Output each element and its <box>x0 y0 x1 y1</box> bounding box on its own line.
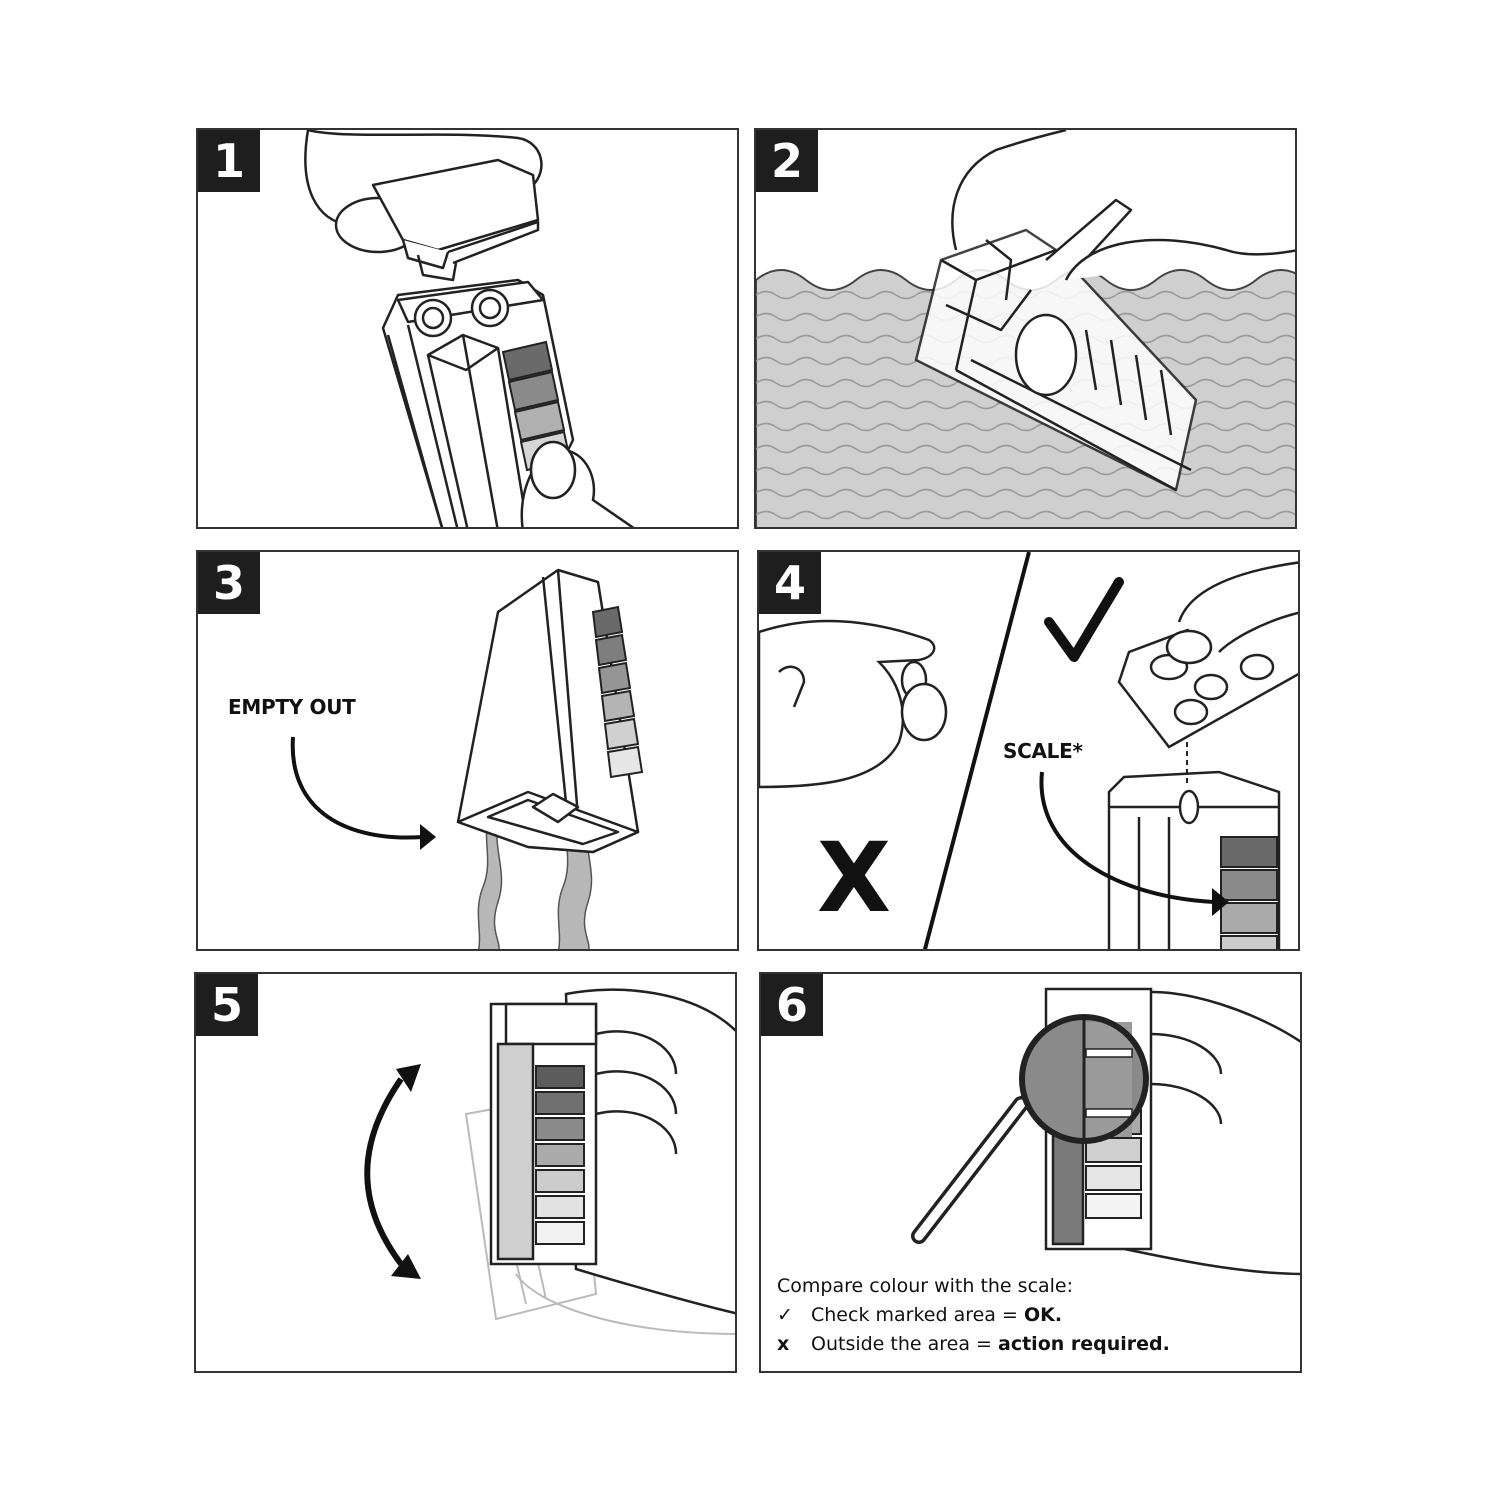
step-6-panel: 6 Compare colour with the scale: ✓ Check … <box>759 972 1302 1373</box>
double-arrow-icon <box>364 1064 421 1279</box>
caption-bad-strong: action required. <box>998 1333 1170 1355</box>
step-number: 1 <box>198 130 260 192</box>
magnifier-icon <box>911 1014 1149 1244</box>
step-3-panel: 3 EMPTY OUT <box>196 550 739 951</box>
step-number: 2 <box>756 130 818 192</box>
step-number: 6 <box>761 974 823 1036</box>
step-5-illustration <box>364 988 735 1335</box>
step-number: 5 <box>196 974 258 1036</box>
caption-bad-text: Outside the area = <box>811 1333 999 1355</box>
step-4-panel: 4 X SCALE* <box>757 550 1300 951</box>
step-3-illustration <box>290 568 644 949</box>
curved-arrow-icon <box>290 736 436 850</box>
step-6-illustration <box>911 987 1300 1276</box>
cross-icon: x <box>777 1333 790 1355</box>
checkmark-icon <box>1044 577 1124 662</box>
scale-label: SCALE* <box>1003 739 1083 763</box>
result-caption: Compare colour with the scale: ✓ Check ma… <box>777 1272 1170 1359</box>
empty-out-label: EMPTY OUT <box>228 695 356 719</box>
caption-bad-row: x Outside the area = action required. <box>777 1330 1170 1359</box>
step-number: 4 <box>759 552 821 614</box>
caption-ok-row: ✓ Check marked area = OK. <box>777 1301 1170 1330</box>
step-4-illustration <box>759 552 1298 949</box>
caption-ok-text: Check marked area = <box>811 1304 1024 1326</box>
step-1-illustration <box>304 130 635 527</box>
step-1-panel: 1 <box>196 128 739 529</box>
curved-arrow-icon <box>1039 771 1229 916</box>
step-number: 3 <box>198 552 260 614</box>
step-2-panel: 2 <box>754 128 1297 529</box>
wrong-method-x-mark: X <box>817 822 892 934</box>
step-5-panel: 5 <box>194 972 737 1373</box>
step-2-illustration <box>756 130 1295 527</box>
caption-ok-strong: OK. <box>1023 1304 1063 1326</box>
checkmark-icon: ✓ <box>777 1304 793 1326</box>
caption-heading: Compare colour with the scale: <box>777 1275 1074 1297</box>
